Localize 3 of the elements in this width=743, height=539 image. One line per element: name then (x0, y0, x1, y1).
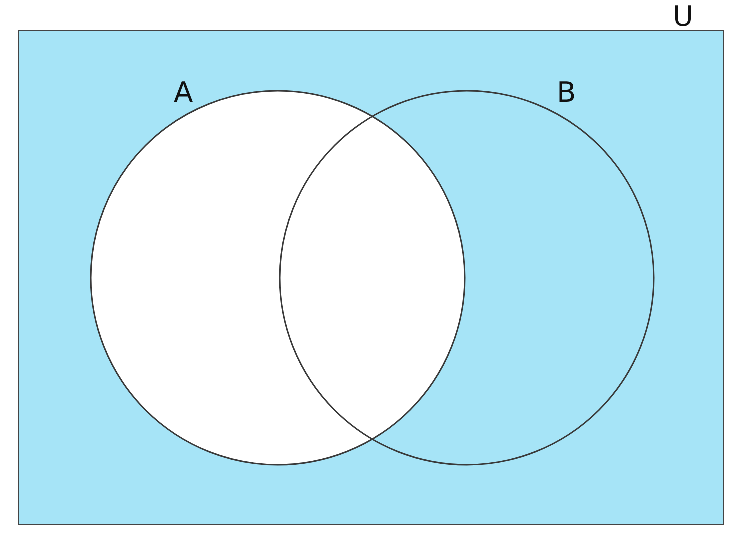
set-label: A (174, 79, 194, 107)
set-label: U (673, 3, 694, 31)
set-label: B (557, 79, 576, 107)
